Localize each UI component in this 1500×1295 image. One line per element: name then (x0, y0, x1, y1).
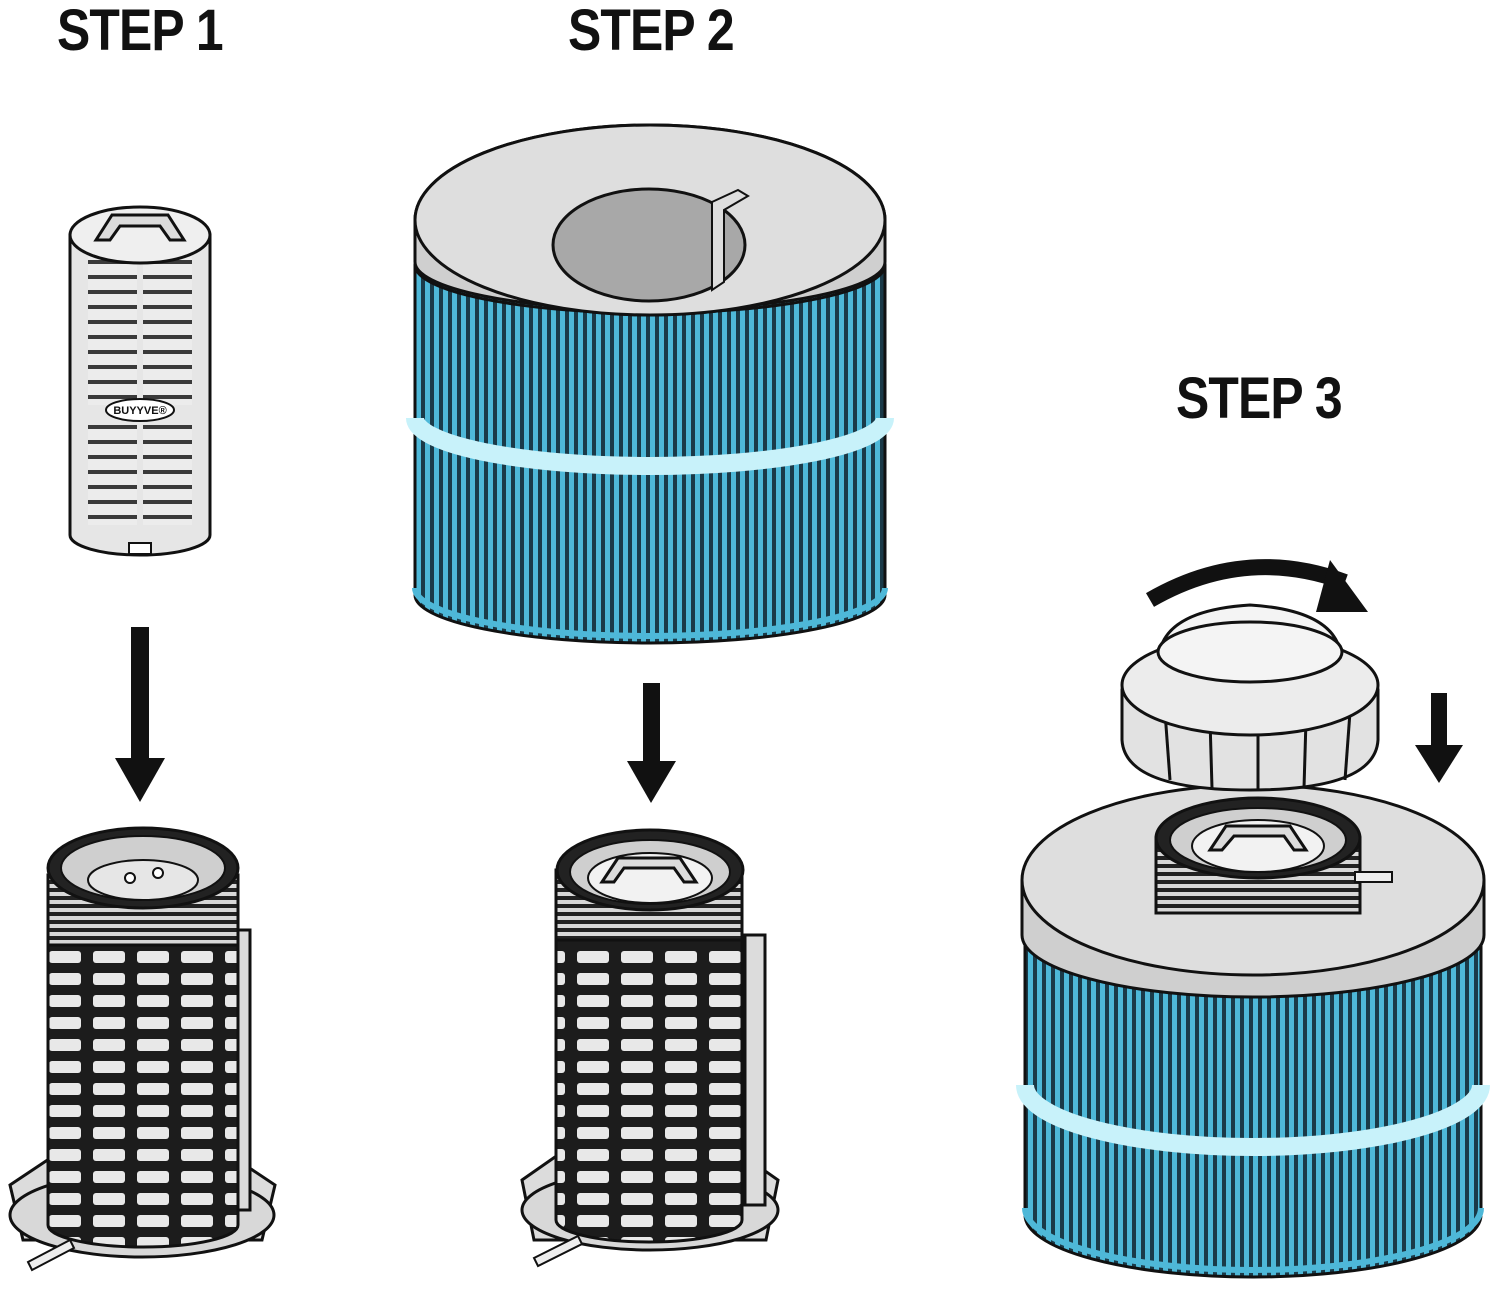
step-2-title: STEP 2 (568, 0, 735, 63)
arrow-down-icon (115, 627, 165, 802)
step-1-base-housing (8, 826, 277, 1272)
arrow-down-icon (1415, 693, 1463, 783)
step-2-base-housing (520, 828, 780, 1268)
arrow-down-icon (627, 683, 676, 803)
step-2-pleated-filter (406, 123, 894, 645)
step-3-title: STEP 3 (1176, 366, 1343, 431)
step-1-title: STEP 1 (57, 0, 224, 63)
step-1-filter-insert: BUYYVE® (68, 205, 212, 557)
insert-handle (93, 213, 187, 242)
brand-label: BUYYVE® (113, 405, 166, 417)
step-3-assembled-filter (1016, 783, 1490, 1279)
step-3-cap (1120, 603, 1380, 792)
rotate-arrow-icon (1145, 559, 1368, 612)
